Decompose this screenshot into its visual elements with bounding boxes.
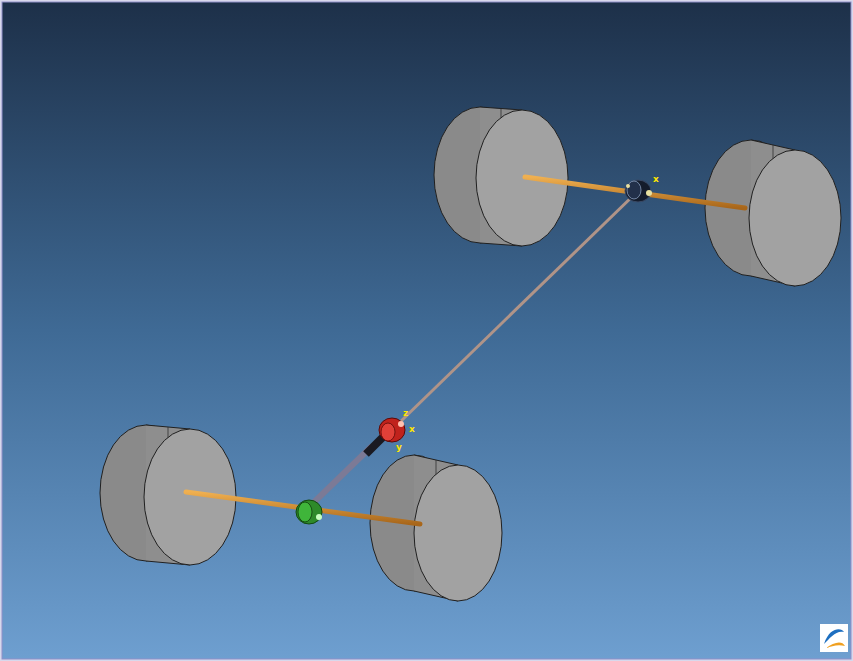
axis-label: x — [409, 424, 415, 434]
wheel — [705, 140, 841, 286]
rear-axle — [186, 492, 420, 524]
intermediate-shaft — [306, 446, 372, 510]
front-axle — [525, 177, 745, 208]
wheel — [434, 107, 568, 246]
axis-label: y — [396, 442, 402, 452]
wheel-group — [100, 107, 841, 601]
front-differential — [625, 180, 652, 202]
software-logo — [820, 624, 848, 652]
axis-label: z — [403, 408, 408, 418]
rear-differential — [296, 500, 322, 524]
axis-label: x — [653, 174, 659, 184]
wheel — [370, 455, 502, 601]
propeller-shaft — [398, 191, 638, 424]
shaft-coupling — [379, 418, 405, 442]
